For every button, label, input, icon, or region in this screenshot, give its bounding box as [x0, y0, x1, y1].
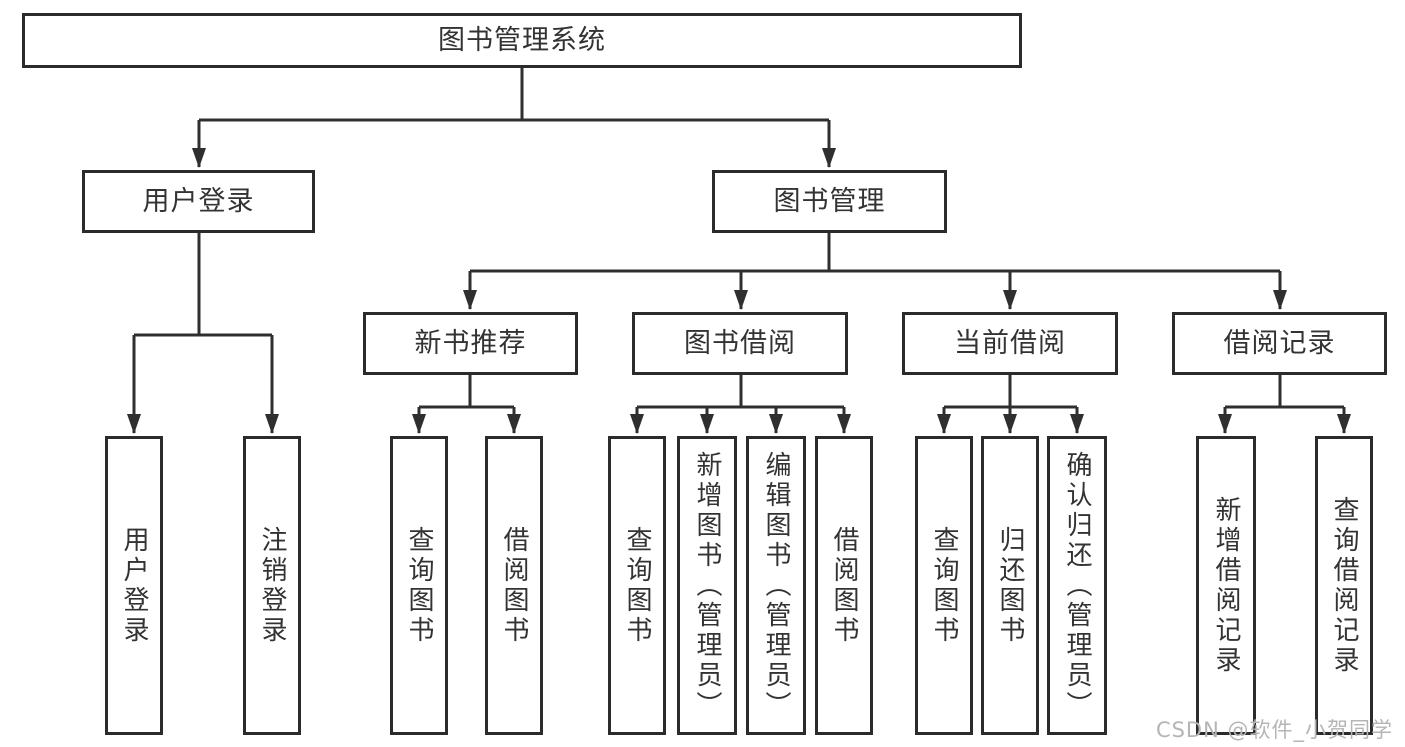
node-book-borrowing: 图书借阅 [632, 312, 848, 375]
leaf-rec-borrow-books: 借阅图书 [485, 436, 543, 735]
leaf-add-borrow-record: 新增借阅记录 [1196, 436, 1256, 735]
leaf-current-query-books: 查询图书 [915, 436, 973, 735]
leaf-edit-books-admin: 编辑图书（管理员） [746, 436, 806, 735]
leaf-borrow-books: 借阅图书 [815, 436, 873, 735]
csdn-watermark: CSDN @软件_小贺同学 [1155, 718, 1393, 742]
leaf-add-books-admin: 新增图书（管理员） [677, 436, 737, 735]
leaf-user-login: 用户登录 [105, 436, 163, 735]
node-current-borrowing: 当前借阅 [902, 312, 1118, 375]
leaf-rec-query-books: 查询图书 [390, 436, 448, 735]
leaf-query-borrow-record: 查询借阅记录 [1315, 436, 1373, 735]
leaf-return-books: 归还图书 [981, 436, 1039, 735]
leaf-borrow-query-books: 查询图书 [608, 436, 666, 735]
node-library-management-system: 图书管理系统 [22, 13, 1022, 68]
leaf-logout: 注销登录 [243, 436, 301, 735]
node-borrowing-records: 借阅记录 [1172, 312, 1387, 375]
node-user-login-group: 用户登录 [82, 170, 315, 233]
node-book-management: 图书管理 [712, 170, 947, 233]
node-new-book-recommendation: 新书推荐 [363, 312, 578, 375]
leaf-confirm-return-admin: 确认归还（管理员） [1047, 436, 1107, 735]
